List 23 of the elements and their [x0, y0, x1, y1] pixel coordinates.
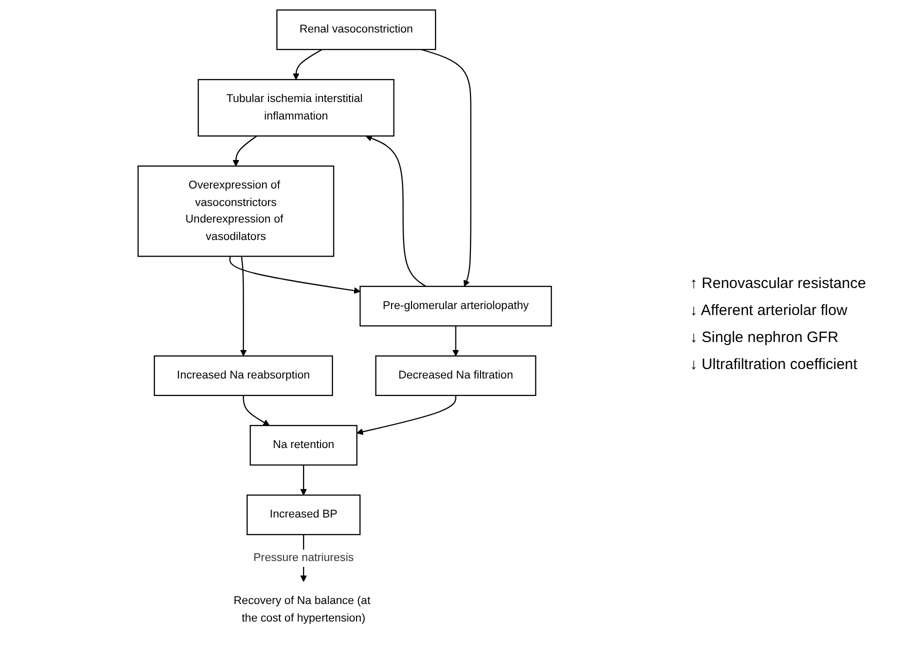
node-text: Recovery of Na balance (at the cost of hypertension) [234, 594, 371, 624]
node-box: Increased Na reabsorption [154, 355, 334, 396]
arrow [356, 395, 457, 435]
node-box: Na retention [250, 424, 358, 466]
node-box: Pre-glomerular arteriolopathy [360, 286, 552, 326]
arrow [366, 135, 426, 287]
arrow [240, 256, 247, 356]
note-text: ↓ Afferent arteriolar flow [690, 302, 848, 319]
note-text: ↓ Ultrafiltration coefficient [690, 356, 858, 373]
node-box: Renal vasoconstriction [276, 9, 436, 50]
node-box: Decreased Na filtration [376, 355, 536, 396]
note-text: ↓ Single nephron GFR [690, 329, 840, 346]
note-text: ↑ Renovascular resistance [690, 275, 867, 292]
arrow [230, 256, 361, 294]
node-box: Increased BP [246, 494, 361, 536]
node-box: Overexpression of vasoconstrictors Underexpression of vasodilators [138, 166, 334, 257]
edge-label: Pressure natriuresis [254, 551, 354, 564]
arrow [232, 136, 258, 166]
arrow [452, 326, 460, 356]
arrow [300, 465, 308, 496]
node-box: Tubular ischemia interstitial inflammation [198, 79, 395, 137]
arrow [243, 395, 270, 426]
arrow [293, 49, 323, 80]
